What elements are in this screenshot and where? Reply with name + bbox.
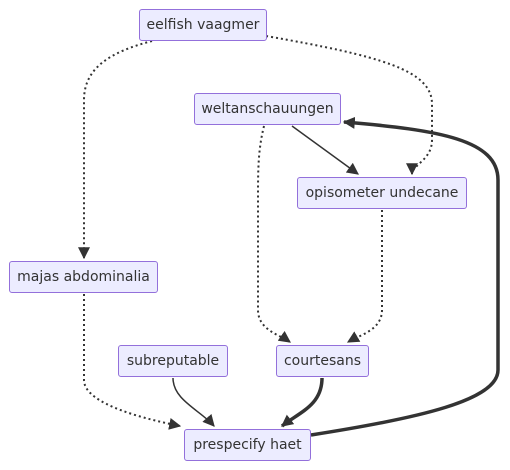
node-eelfish-vaagmer: eelfish vaagmer	[139, 9, 267, 41]
edge-eelfish-to-majas	[78, 40, 153, 260]
edge-eelfish-to-opisometer	[265, 35, 433, 176]
node-label: weltanschauungen	[201, 101, 334, 117]
node-label: majas abdominalia	[17, 269, 150, 285]
node-opisometer-undecane: opisometer undecane	[297, 177, 467, 209]
node-courtesans: courtesans	[276, 345, 369, 377]
node-prespecify-haet: prespecify haet	[184, 429, 311, 461]
edge-weltanschauungen-to-opisometer	[291, 125, 359, 175]
edge-majas-to-prespecify	[83, 294, 182, 430]
edge-courtesans-to-prespecify	[280, 377, 324, 428]
node-label: opisometer undecane	[305, 185, 459, 201]
edge-opisometer-to-courtesans	[346, 210, 383, 343]
node-subreputable: subreputable	[118, 345, 228, 377]
node-majas-abdominalia: majas abdominalia	[9, 261, 158, 293]
node-label: courtesans	[283, 353, 362, 369]
edge-weltanschauungen-to-courtesans	[257, 125, 291, 343]
node-weltanschauungen: weltanschauungen	[194, 93, 341, 125]
node-label: prespecify haet	[193, 437, 302, 453]
node-label: eelfish vaagmer	[146, 17, 260, 33]
edge-subreputable-to-prespecify	[172, 377, 215, 427]
node-label: subreputable	[126, 353, 220, 369]
edge-prespecify-to-weltanschauungen	[310, 116, 500, 437]
